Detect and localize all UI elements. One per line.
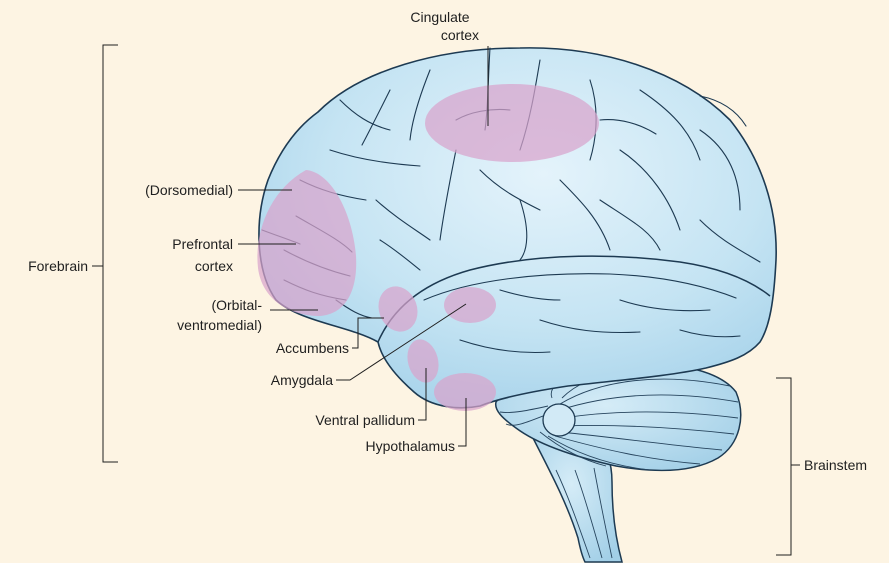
- amygdala-region: [444, 287, 496, 323]
- brainstem-bracket: [776, 378, 791, 555]
- label-orbital-line2: ventromedial): [177, 317, 262, 333]
- label-prefrontal-line2: cortex: [195, 258, 233, 274]
- label-prefrontal-line1: Prefrontal: [172, 236, 233, 252]
- label-accumbens: Accumbens: [276, 340, 349, 356]
- cingulate-region: [425, 84, 599, 162]
- forebrain-bracket: [103, 45, 118, 462]
- hypothalamus-region: [434, 373, 496, 411]
- label-amygdala: Amygdala: [271, 372, 333, 388]
- label-brainstem: Brainstem: [804, 457, 867, 473]
- label-dorsomedial: (Dorsomedial): [145, 182, 233, 198]
- label-forebrain: Forebrain: [28, 258, 88, 274]
- label-cingulate-line1: Cingulate: [410, 9, 469, 25]
- label-cingulate-line2: cortex: [441, 27, 479, 43]
- cerebellar-peduncle: [543, 404, 575, 436]
- label-hypothalamus: Hypothalamus: [366, 438, 456, 454]
- label-orbital-line1: (Orbital-: [211, 297, 262, 313]
- label-ventral-pallidum: Ventral pallidum: [315, 412, 415, 428]
